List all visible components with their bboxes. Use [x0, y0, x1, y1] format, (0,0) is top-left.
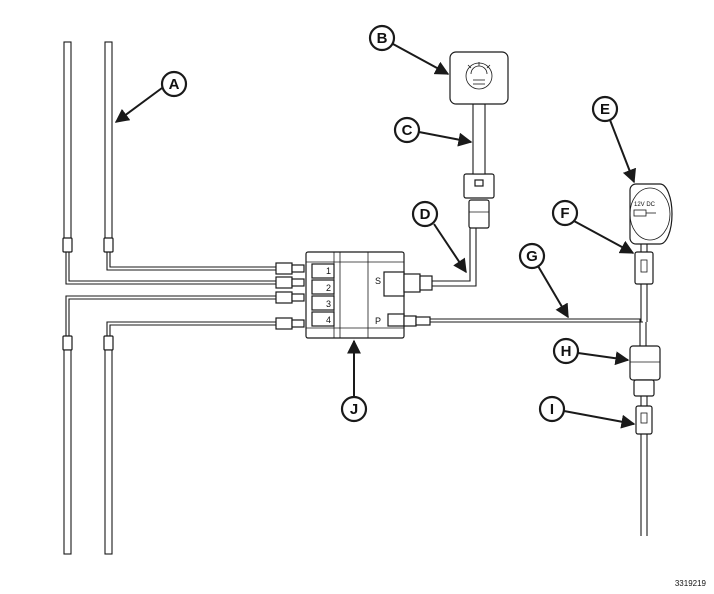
callout-f: F — [551, 199, 635, 254]
port-label-2: 2 — [326, 283, 331, 293]
inline-connector-i — [635, 405, 653, 536]
port-label-p: P — [375, 316, 381, 326]
callout-d: D — [411, 200, 467, 274]
upper-park-sensors — [62, 41, 278, 285]
port-label-s: S — [375, 276, 381, 286]
callout-c: C — [393, 116, 473, 147]
callout-label-c: C — [402, 122, 413, 139]
park-assist-module: 1 2 3 4 S P — [305, 251, 405, 339]
display-harness — [403, 103, 495, 293]
port-label-1: 1 — [326, 266, 331, 276]
callout-label-a: A — [169, 76, 180, 93]
callout-e: E — [591, 95, 636, 184]
inline-connector-h — [629, 340, 661, 406]
power-outlet-label: 12V DC — [634, 202, 656, 208]
callout-label-i: I — [550, 401, 554, 418]
module-input-connectors — [275, 262, 305, 330]
callout-label-j: J — [350, 401, 358, 418]
callout-h: H — [552, 337, 630, 366]
callout-label-f: F — [560, 205, 569, 222]
callout-a: A — [114, 70, 188, 123]
display-unit — [449, 51, 509, 105]
power-harness — [403, 315, 647, 340]
callout-i: I — [538, 395, 636, 429]
callout-label-h: H — [561, 343, 572, 360]
power-outlet: 12V DC — [629, 183, 673, 322]
callout-label-g: G — [526, 248, 538, 265]
port-label-3: 3 — [326, 299, 331, 309]
callout-j: J — [340, 339, 368, 423]
lower-park-sensors — [62, 295, 278, 555]
callout-g: G — [518, 242, 569, 319]
callout-label-d: D — [420, 206, 431, 223]
port-label-4: 4 — [326, 315, 331, 325]
figure-id: 3319219 — [674, 579, 706, 588]
callout-b: B — [368, 24, 450, 75]
callout-label-e: E — [600, 101, 610, 118]
callout-label-b: B — [377, 30, 388, 47]
